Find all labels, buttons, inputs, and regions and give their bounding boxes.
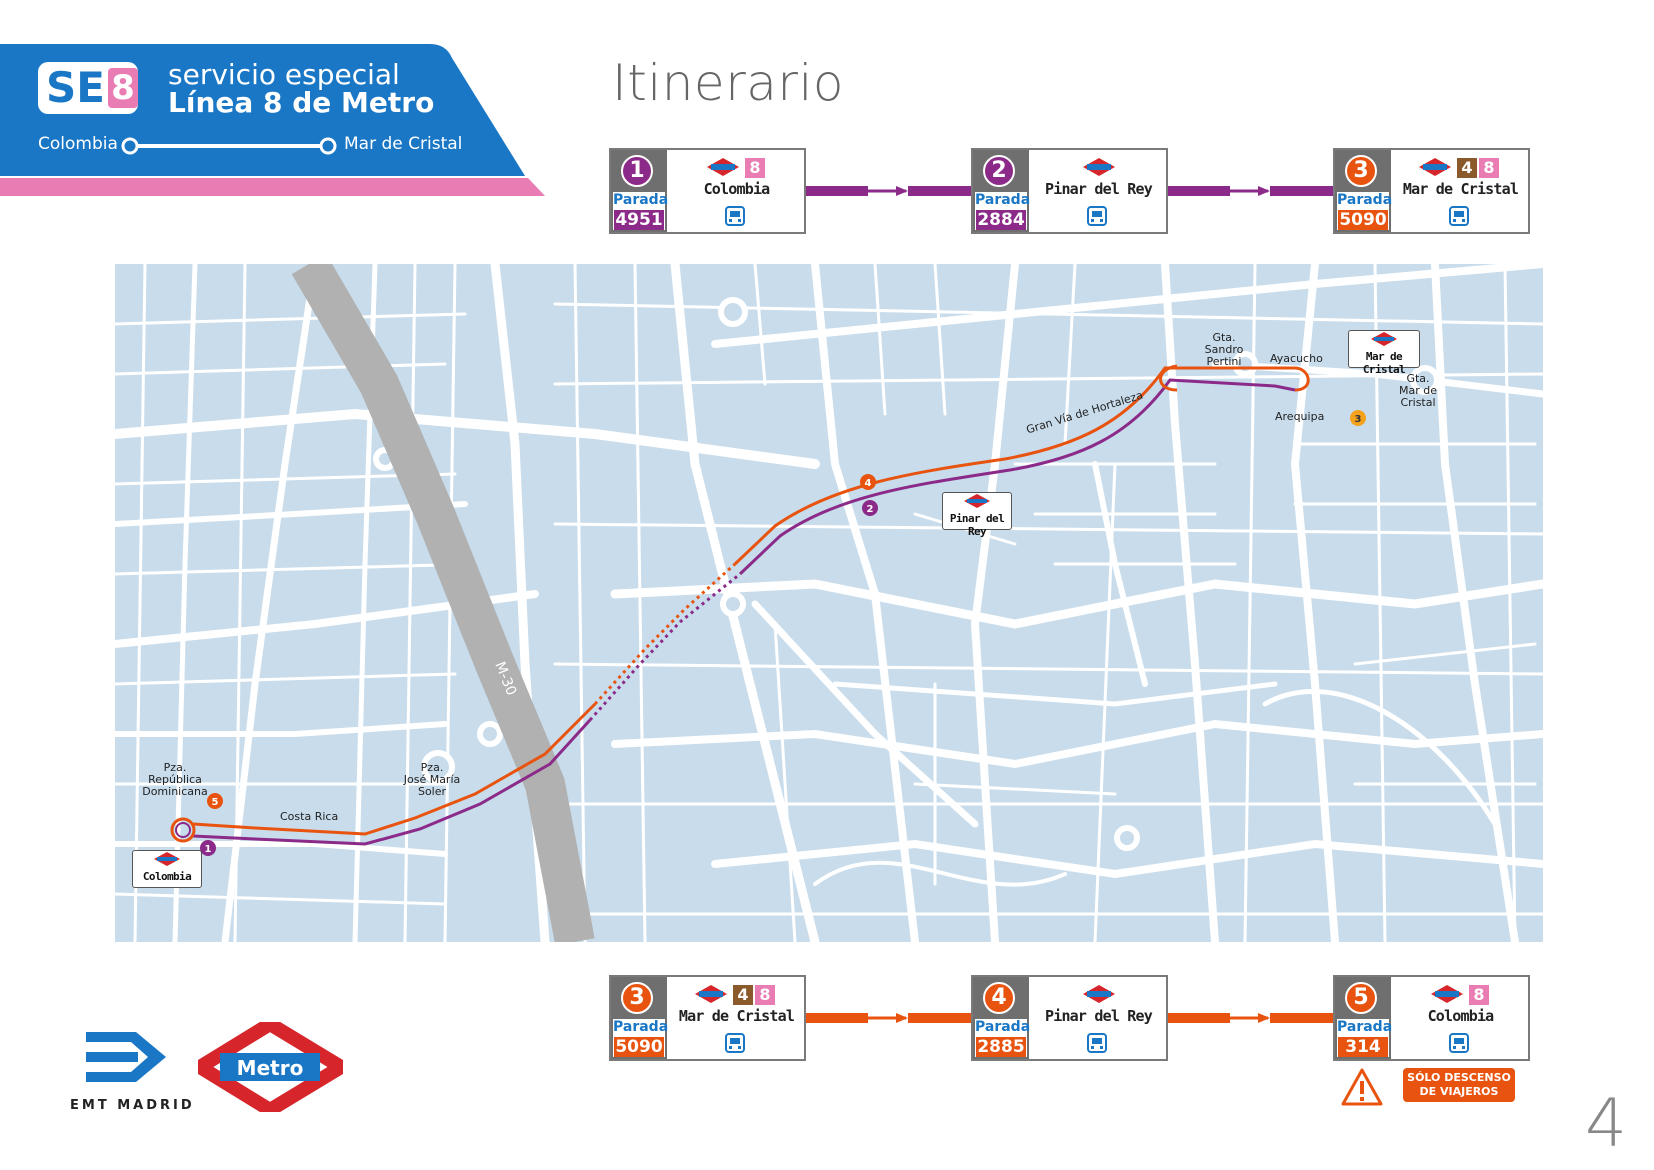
- stop-number: 4: [983, 982, 1015, 1014]
- stop-number: 3: [1345, 155, 1377, 187]
- bus-icon: [725, 206, 745, 226]
- parada-label: Parada: [1337, 1019, 1393, 1035]
- bus-icon: [1087, 206, 1107, 226]
- parada-label: Parada: [613, 1019, 669, 1035]
- stop-code: 4951: [614, 210, 664, 230]
- line-badge-8: 8: [755, 985, 775, 1005]
- stop-code: 314: [1338, 1037, 1388, 1057]
- line-badge-8: 8: [1479, 158, 1499, 178]
- parada-label: Parada: [975, 1019, 1031, 1035]
- bus-icon: [1449, 206, 1469, 226]
- line-badge-8: 8: [1469, 985, 1489, 1005]
- stop-markers: 5 1 4 2 3: [200, 410, 1366, 856]
- page-number: 4: [1585, 1085, 1627, 1162]
- stop-card-return-3: 3 Parada 5090 4 8 Mar de Cristal: [609, 975, 806, 1061]
- line-badge-4: 4: [733, 985, 753, 1005]
- station-label-colombia: Colombia: [132, 850, 202, 888]
- stop-name: Mar de Cristal: [1402, 180, 1519, 198]
- metro-icon: [695, 985, 727, 1003]
- metro-icon: [1431, 985, 1463, 1003]
- emt-logo-icon: [86, 1032, 166, 1082]
- metro-icon: [1083, 985, 1115, 1003]
- stop-number: 5: [1345, 982, 1377, 1014]
- route-return-solid: [192, 702, 597, 836]
- service-subtitle: Línea 8 de Metro: [168, 86, 435, 119]
- stop-name: Pinar del Rey: [1044, 180, 1153, 198]
- stop-card-outbound-3: 3 Parada 5090 4 8 Mar de Cristal: [1333, 148, 1530, 234]
- se-badge-number: 8: [108, 68, 138, 108]
- loop-west: [170, 817, 196, 843]
- route-map[interactable]: M-30 5 1 4 2 3: [115, 264, 1543, 942]
- bus-icon: [1087, 1033, 1107, 1053]
- emt-logo-text: EMT MADRID: [70, 1098, 195, 1113]
- m30-highway: [291, 264, 595, 942]
- route-connector-outbound-1: [806, 186, 971, 196]
- stop-name: Colombia: [703, 180, 771, 198]
- parada-label: Parada: [975, 192, 1031, 208]
- stop-card-return-5: 5 Parada 314 8 Colombia: [1333, 975, 1530, 1061]
- svg-text:3: 3: [1355, 414, 1362, 425]
- route-connector-return-2: [1168, 1013, 1333, 1023]
- parada-label: Parada: [613, 192, 669, 208]
- metro-icon: [964, 494, 990, 508]
- svg-text:4: 4: [865, 478, 872, 489]
- stop-name: Colombia: [1427, 1007, 1495, 1025]
- metro-icon: [1371, 332, 1397, 346]
- stop-code: 5090: [614, 1037, 664, 1057]
- page-title: Itinerario: [612, 54, 844, 112]
- stop-number: 3: [621, 982, 653, 1014]
- svg-text:Metro: Metro: [237, 1056, 304, 1080]
- stop-card-outbound-1: 1 Parada 4951 8 Colombia: [609, 148, 806, 234]
- stop-name: Mar de Cristal: [678, 1007, 795, 1025]
- stop-code: 2885: [976, 1037, 1026, 1057]
- route-connector-return-1: [806, 1013, 971, 1023]
- line-badge-8: 8: [745, 158, 765, 178]
- line-badge-4: 4: [1457, 158, 1477, 178]
- route-outbound-solid: [192, 718, 592, 846]
- metro-icon: [1419, 158, 1451, 176]
- metro-icon: [707, 158, 739, 176]
- service-title: servicio especial: [168, 58, 400, 91]
- stop-card-return-4: 4 Parada 2885 Pinar del Rey: [971, 975, 1168, 1061]
- svg-text:2: 2: [867, 504, 874, 515]
- station-label-mar-de-cristal: Mar de Cristal: [1348, 330, 1420, 376]
- stop-name: Pinar del Rey: [1044, 1007, 1153, 1025]
- metro-icon: [154, 852, 180, 866]
- stop-card-outbound-2: 2 Parada 2884 Pinar del Rey: [971, 148, 1168, 234]
- label-costa-rica: Costa Rica: [280, 810, 339, 823]
- route-return-dashed: [593, 562, 737, 706]
- parada-label: Parada: [1337, 192, 1393, 208]
- stop-number: 2: [983, 155, 1015, 187]
- stop-code: 5090: [1338, 210, 1388, 230]
- bus-icon: [725, 1033, 745, 1053]
- bus-icon: [1449, 1033, 1469, 1053]
- roundabouts: [373, 297, 1440, 851]
- route-return-east: [733, 366, 1310, 566]
- metro-icon: [1083, 158, 1115, 176]
- terminal-end: Mar de Cristal: [344, 134, 463, 154]
- route-outbound-dashed: [588, 572, 741, 721]
- terminal-line-icon: [121, 137, 337, 155]
- route-connector-outbound-2: [1168, 186, 1333, 196]
- route-outbound-east: [738, 378, 1296, 576]
- label-ayacucho: Ayacucho: [1270, 352, 1323, 365]
- svg-text:1: 1: [205, 844, 212, 855]
- svg-text:5: 5: [212, 797, 219, 808]
- stop-number: 1: [621, 155, 653, 187]
- label-arequipa: Arequipa: [1275, 410, 1325, 423]
- terminal-start: Colombia: [38, 134, 118, 154]
- station-label-pinar-del-rey: Pinar del Rey: [942, 492, 1012, 538]
- metro-logo-icon: Metro: [198, 1022, 343, 1112]
- stop-code: 2884: [976, 210, 1026, 230]
- se-badge-prefix: SE: [46, 63, 105, 112]
- warning-triangle-icon: [1341, 1068, 1383, 1106]
